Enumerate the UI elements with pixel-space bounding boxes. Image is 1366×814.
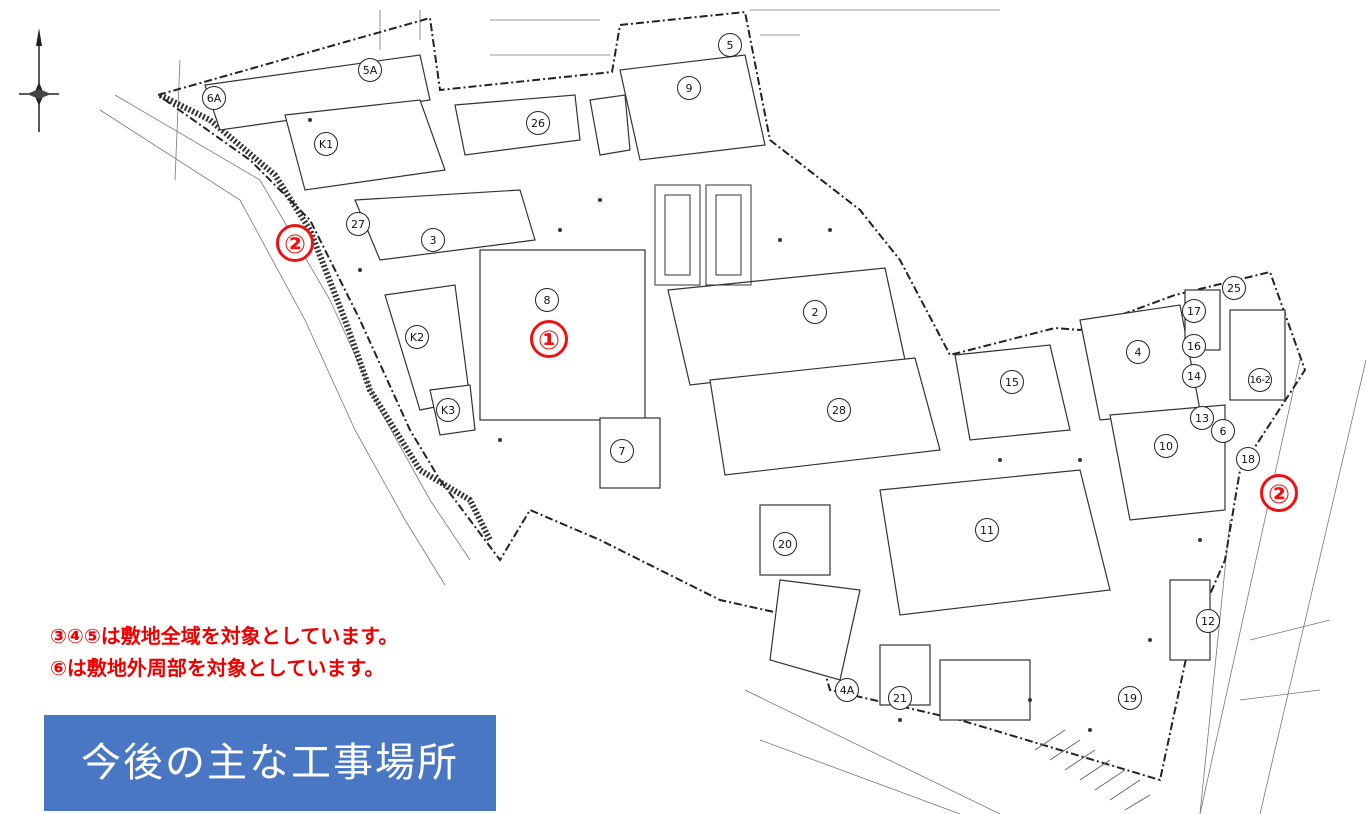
building-marker-4: 4 <box>1126 340 1150 364</box>
building-marker-k1: K1 <box>314 132 338 156</box>
page-title: 今後の主な工事場所 <box>44 715 496 811</box>
building-marker-16-2: 16-2 <box>1248 368 1272 392</box>
building-marker-9: 9 <box>677 76 701 100</box>
building-marker-21: 25 <box>1222 276 1246 300</box>
construction-area-2-west: ② <box>276 224 314 262</box>
north-arrow-icon <box>19 28 59 132</box>
note-perimeter: ⑥は敷地外周部を対象としています。 <box>50 656 385 680</box>
construction-area-1: ① <box>530 320 568 358</box>
building-marker-15: 13 <box>1190 406 1214 430</box>
building-marker-11: 11 <box>975 518 999 542</box>
building-marker-20: 19 <box>1118 686 1142 710</box>
building-marker-27: 27 <box>346 212 370 236</box>
building-marker-4a: 4A <box>835 678 859 702</box>
building-marker-k2: K2 <box>405 325 429 349</box>
building-marker-7: 7 <box>610 439 634 463</box>
building-marker-26: 26 <box>526 111 550 135</box>
building-marker-2: 2 <box>803 300 827 324</box>
building-marker-14: 15 <box>1000 370 1024 394</box>
building-marker-25: 21 <box>888 686 912 710</box>
building-marker-3: 3 <box>421 228 445 252</box>
building-marker-28: 28 <box>827 398 851 422</box>
building-marker-6: 6 <box>1211 419 1235 443</box>
building-marker-12: 12 <box>1196 609 1220 633</box>
building-marker-8: 8 <box>535 288 559 312</box>
building-marker-k3: K3 <box>436 398 460 422</box>
building-marker-10: 10 <box>1154 434 1178 458</box>
building-marker-16: 16 <box>1182 334 1206 358</box>
building-marker-17: 17 <box>1182 299 1206 323</box>
note-site-wide: ③④⑤は敷地全域を対象としています。 <box>50 624 399 648</box>
building-marker-18: 18 <box>1236 447 1260 471</box>
construction-area-2-east: ② <box>1260 474 1298 512</box>
building-marker-5a: 5A <box>358 58 382 82</box>
building-marker-6a: 6A <box>202 86 226 110</box>
building-marker-19: 20 <box>773 532 797 556</box>
building-marker-13: 14 <box>1182 364 1206 388</box>
building-marker-5: 5 <box>718 33 742 57</box>
